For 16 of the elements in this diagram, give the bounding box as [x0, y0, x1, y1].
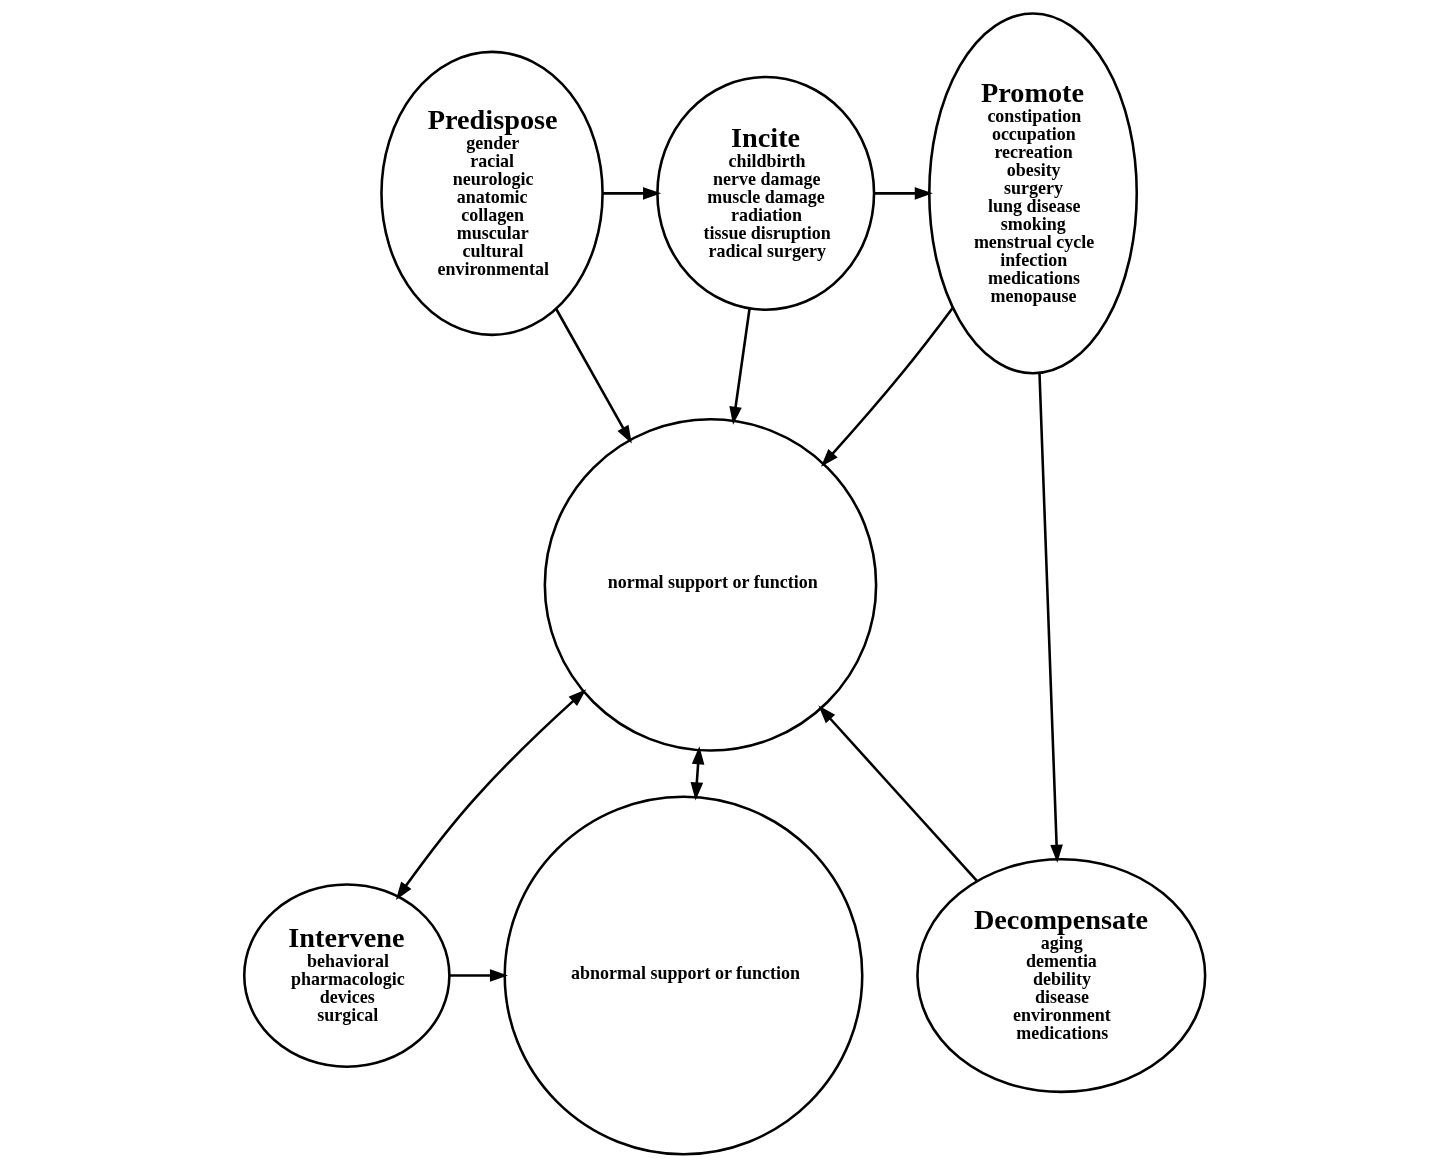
arrow	[395, 689, 587, 900]
arrow	[690, 746, 705, 801]
node-ellipse: Decompensate aging dementia debility disease environment medications	[916, 857, 1207, 1094]
arrow	[818, 705, 978, 882]
node-circle: abnormal support or function	[503, 795, 864, 1156]
arrow	[603, 187, 662, 200]
node-circle: normal support or function	[543, 418, 878, 752]
arrow	[820, 307, 954, 467]
node-ellipse: Promote constipation occupation recreation obesity surgery lung disease smoking menstrual cycle infection medications menopause	[928, 12, 1139, 375]
node-circle: Incite childbirth nerve damage muscle damage radiation tissue disruption radical surgery	[656, 75, 876, 311]
node-ellipse: Predispose gender racial neurologic anatomic collagen muscular cultural environmental	[380, 50, 604, 337]
arrow	[729, 308, 751, 425]
arrow	[874, 187, 933, 200]
arrow	[449, 969, 508, 982]
arrow	[1038, 372, 1063, 863]
arrow	[555, 308, 632, 444]
